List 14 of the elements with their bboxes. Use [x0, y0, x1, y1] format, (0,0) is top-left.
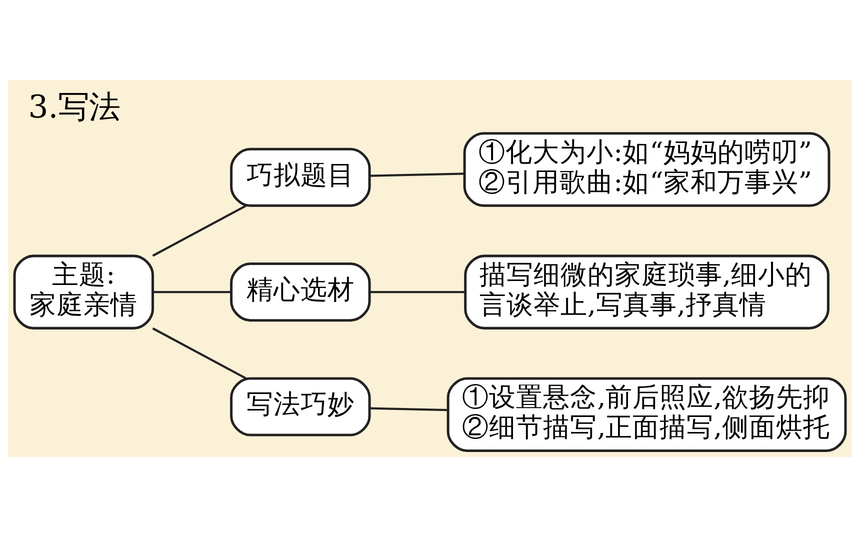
connector — [152, 327, 246, 380]
connector — [152, 290, 231, 294]
connector — [152, 204, 246, 257]
node-box: ①设置悬念,前后照应,欲扬先抑 ②细节描写,正面描写,侧面烘托 — [446, 377, 847, 452]
node-box: 写法巧妙 — [230, 377, 371, 436]
connector — [370, 172, 464, 177]
node-box: 描写细微的家庭琐事,细小的言谈举止,写真事,抒真情 — [464, 254, 830, 330]
node-box: 主题:家庭亲情 — [13, 254, 154, 330]
node-box: 巧拟题目 — [230, 148, 371, 207]
diagram-title: 3.写法 — [28, 90, 120, 126]
node-box: ①化大为小:如“妈妈的唠叨” ②引用歌曲:如“家和万事兴” — [463, 132, 830, 207]
node-box: 精心选材 — [230, 262, 371, 322]
connector — [370, 290, 466, 294]
connector — [370, 407, 448, 412]
